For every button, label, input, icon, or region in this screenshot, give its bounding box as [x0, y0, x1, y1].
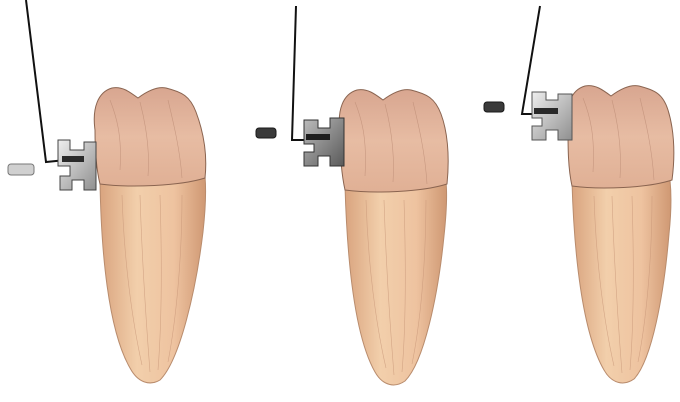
tooth-crown	[339, 90, 448, 192]
tooth-root	[100, 176, 206, 383]
bracket	[304, 118, 344, 166]
panel-1	[8, 0, 206, 383]
bracket-slot	[306, 134, 330, 140]
panel-2	[256, 6, 448, 385]
elastic-ligature	[8, 164, 34, 175]
bracket-slot	[62, 156, 84, 162]
elastic-ligature	[256, 128, 276, 138]
bracket	[58, 140, 96, 190]
bracket	[532, 92, 572, 140]
arch-wire	[26, 0, 66, 162]
tooth-root	[572, 180, 671, 383]
tooth-root	[345, 182, 447, 385]
bracket-slot	[534, 108, 558, 114]
elastic-ligature	[484, 102, 504, 112]
panel-3	[484, 6, 674, 383]
